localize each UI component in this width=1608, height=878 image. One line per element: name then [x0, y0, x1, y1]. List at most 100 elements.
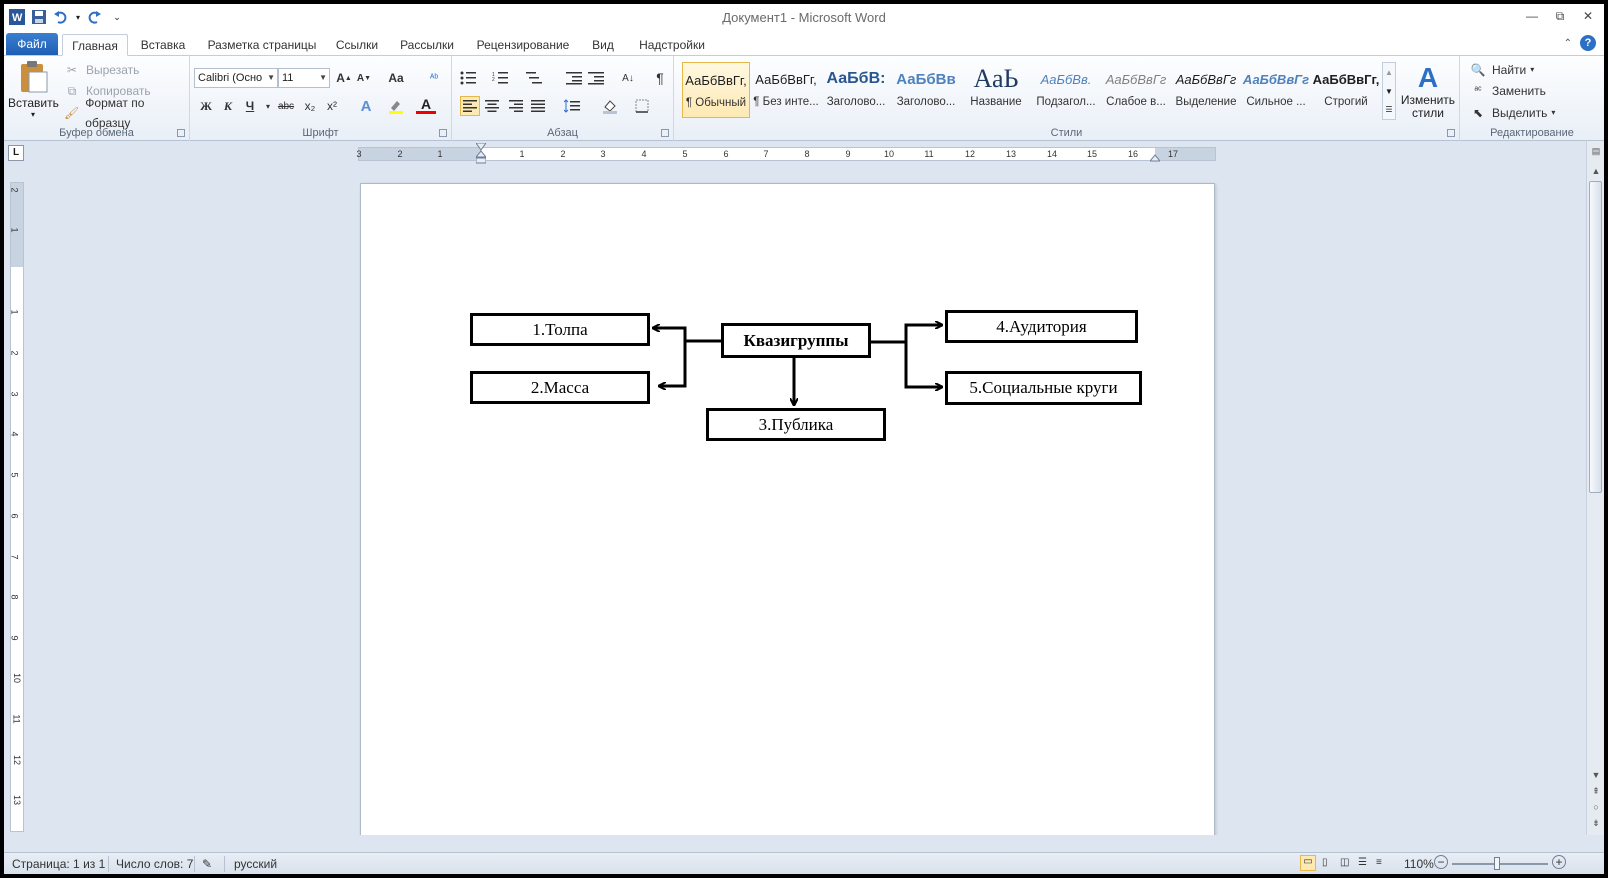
collapse-ribbon-icon[interactable]: ⌃ — [1563, 37, 1572, 49]
diagram-node-1[interactable]: 1.Толпа — [470, 313, 650, 346]
draft-icon[interactable]: ≡ — [1376, 857, 1382, 868]
find-button[interactable]: 🔍 Найти ▾ — [1468, 60, 1535, 80]
pilcrow-icon[interactable]: ¶ — [656, 70, 664, 86]
proofing-icon[interactable]: ✎ — [202, 857, 213, 871]
replace-button[interactable]: ᵃᶜ Заменить — [1468, 81, 1546, 101]
word-count[interactable]: Число слов: 7 — [116, 857, 194, 871]
zoom-in-icon[interactable]: + — [1552, 855, 1566, 869]
document-page[interactable]: Квазигруппы 1.Толпа 2.Масса 3.Публика 4.… — [360, 183, 1215, 835]
tab-view[interactable]: Вид — [592, 38, 614, 52]
outline-icon[interactable]: ☰ — [1358, 857, 1367, 868]
format-painter-button[interactable]: 🖌 Формат по образцу — [62, 96, 189, 130]
line-spacing-icon[interactable] — [562, 96, 582, 116]
style-intense-emphasis[interactable]: АаБбВвГг Сильное ... — [1242, 62, 1310, 118]
increase-indent-icon[interactable] — [586, 68, 606, 88]
style-heading2[interactable]: АаБбВв Заголово... — [892, 62, 960, 118]
tab-review[interactable]: Рецензирование — [476, 38, 570, 52]
style-title[interactable]: АаЬ Название — [962, 62, 1030, 118]
zoom-slider-track[interactable] — [1452, 863, 1548, 865]
subscript-button[interactable]: x₂ — [304, 99, 316, 113]
zoom-level[interactable]: 110% — [1404, 857, 1434, 871]
select-button[interactable]: ⬉ Выделить ▾ — [1468, 103, 1555, 123]
underline-dropdown-icon[interactable]: ▾ — [265, 101, 270, 111]
diagram-node-center[interactable]: Квазигруппы — [721, 323, 871, 358]
align-center-button[interactable] — [482, 96, 502, 116]
cut-button[interactable]: ✂ Вырезать — [62, 60, 139, 80]
font-launcher[interactable] — [439, 129, 447, 137]
bold-button[interactable]: Ж — [200, 98, 212, 113]
zoom-out-icon[interactable]: − — [1434, 855, 1448, 869]
styles-down-icon[interactable]: ▼ — [1385, 87, 1393, 96]
style-emphasis[interactable]: АаБбВвГг Выделение — [1172, 62, 1240, 118]
style-subtle-emphasis[interactable]: АаБбВвГг Слабое в... — [1102, 62, 1170, 118]
align-right-button[interactable] — [506, 96, 526, 116]
browse-object-icon[interactable]: ○ — [1593, 802, 1599, 812]
save-icon[interactable] — [30, 8, 48, 26]
full-screen-reading-icon[interactable]: ▯ — [1322, 857, 1328, 868]
styles-more-icon[interactable]: ☰ — [1385, 105, 1393, 114]
tab-file[interactable]: Файл — [6, 33, 58, 55]
zoom-slider-thumb[interactable] — [1494, 857, 1500, 870]
undo-icon[interactable] — [52, 8, 70, 26]
multilevel-list-icon[interactable] — [524, 68, 544, 88]
italic-button[interactable]: К — [223, 98, 233, 113]
styles-launcher[interactable] — [1447, 129, 1455, 137]
font-size-combo[interactable]: 11 ▼ — [278, 68, 330, 88]
next-page-icon[interactable]: ⇟ — [1592, 818, 1600, 828]
highlight-icon[interactable] — [386, 96, 406, 116]
diagram-node-4[interactable]: 4.Аудитория — [945, 310, 1138, 343]
language[interactable]: русский — [234, 857, 278, 871]
tab-selector[interactable]: L — [8, 145, 24, 161]
underline-button[interactable]: Ч — [245, 99, 255, 113]
text-effects-icon[interactable]: A — [360, 97, 372, 115]
style-subtitle[interactable]: АаБбВв. Подзагол... — [1032, 62, 1100, 118]
undo-dropdown-icon[interactable]: ▾ — [75, 12, 80, 22]
previous-page-icon[interactable]: ⇞ — [1592, 786, 1600, 796]
style-strong[interactable]: АаБбВвГг, Строгий — [1312, 62, 1380, 118]
style-heading1[interactable]: АаБбВ: Заголово... — [822, 62, 890, 118]
tab-mailings[interactable]: Рассылки — [400, 38, 454, 52]
diagram-node-3[interactable]: 3.Публика — [706, 408, 886, 441]
strikethrough-button[interactable]: abc — [277, 100, 295, 112]
font-name-combo[interactable]: Calibri (Осно ▼ — [194, 68, 278, 88]
clear-formatting-icon[interactable]: ᴬᵇ — [429, 72, 439, 84]
shrink-font-icon[interactable]: A▼ — [356, 72, 372, 84]
change-styles-button[interactable]: A Изменить стили — [1400, 62, 1456, 120]
vertical-scrollbar[interactable]: ▤ ▲ ▼ ⇞ ○ ⇟ — [1586, 141, 1604, 835]
word-app-icon[interactable]: W — [8, 8, 26, 26]
web-layout-icon[interactable]: ◫ — [1340, 857, 1350, 868]
scrollbar-thumb[interactable] — [1589, 181, 1602, 493]
page-count[interactable]: Страница: 1 из 1 — [12, 857, 106, 871]
styles-up-icon[interactable]: ▲ — [1385, 68, 1393, 77]
tab-page-layout[interactable]: Разметка страницы — [207, 38, 317, 52]
clipboard-launcher[interactable] — [177, 129, 185, 137]
decrease-indent-icon[interactable] — [564, 68, 584, 88]
sort-icon[interactable]: A↓ — [622, 72, 634, 84]
tab-references[interactable]: Ссылки — [335, 38, 379, 52]
help-icon[interactable]: ? — [1580, 35, 1596, 51]
change-case-icon[interactable]: Aa — [388, 71, 404, 85]
style-no-spacing[interactable]: АаБбВвГг, ¶ Без инте... — [752, 62, 820, 118]
paragraph-launcher[interactable] — [661, 129, 669, 137]
tab-home[interactable]: Главная — [62, 34, 128, 56]
justify-button[interactable] — [528, 96, 548, 116]
horizontal-ruler[interactable]: 3 2 1 1 2 3 4 5 6 7 8 9 10 11 12 13 14 1… — [356, 143, 1216, 164]
customize-qat-icon[interactable]: ⌄ — [113, 11, 121, 22]
indent-marker-icon[interactable] — [476, 143, 486, 165]
diagram-node-2[interactable]: 2.Масса — [470, 371, 650, 404]
tab-insert[interactable]: Вставка — [140, 38, 186, 52]
style-normal[interactable]: АаБбВвГг, ¶ Обычный — [682, 62, 750, 118]
align-left-button[interactable] — [460, 96, 480, 116]
scroll-down-icon[interactable]: ▼ — [1591, 770, 1601, 780]
bullets-icon[interactable] — [458, 68, 478, 88]
redo-icon[interactable] — [86, 8, 104, 26]
grow-font-icon[interactable]: A▲ — [336, 71, 352, 85]
borders-icon[interactable] — [632, 96, 652, 116]
scroll-up-icon[interactable]: ▲ — [1591, 166, 1601, 176]
superscript-button[interactable]: x² — [327, 99, 337, 113]
paste-button[interactable]: Вставить ▾ — [8, 60, 59, 122]
copy-button[interactable]: ⧉ Копировать — [62, 81, 151, 101]
right-indent-marker-icon[interactable] — [1150, 153, 1160, 163]
tab-addins[interactable]: Надстройки — [639, 38, 705, 52]
